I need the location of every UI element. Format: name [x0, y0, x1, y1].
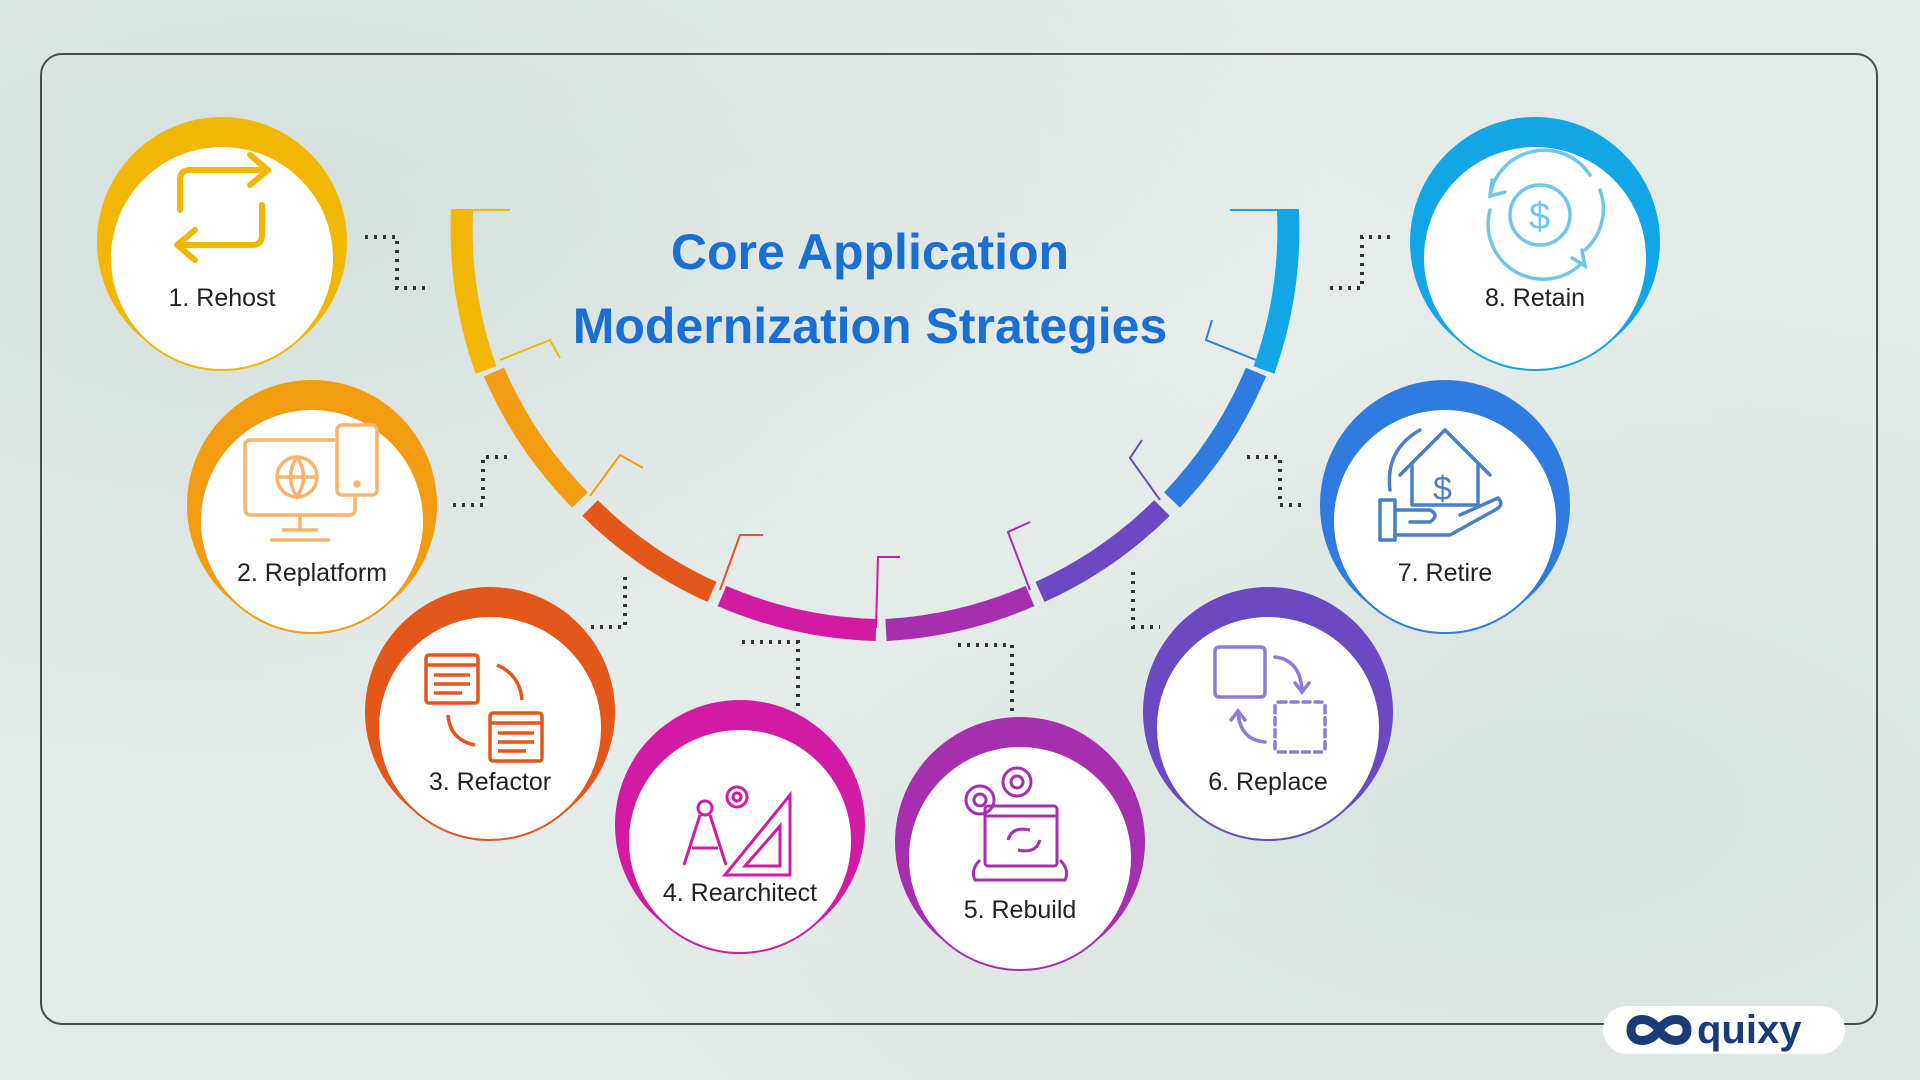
quixy-logo	[1603, 1006, 1845, 1054]
arc-segment-2	[483, 367, 588, 508]
gear-wrench-window-icon	[964, 766, 1069, 882]
house-dollar-hand-icon: $	[1378, 428, 1503, 542]
quixy-infinity-icon	[1626, 1015, 1692, 1045]
strategy-label-8: 8. Retain	[1484, 284, 1586, 312]
svg-text:$: $	[1433, 470, 1452, 508]
title-line-2: Modernization Strategies	[572, 298, 1168, 354]
arc-segment-5	[885, 585, 1035, 641]
strategy-card-5	[895, 717, 1145, 971]
diagram-frame	[40, 53, 1878, 1025]
strategy-card-4	[615, 700, 865, 954]
strategy-card-2	[187, 380, 437, 634]
arc-segment-7	[1164, 367, 1267, 508]
arc-segment-3	[582, 500, 717, 603]
code-windows-icon	[424, 653, 544, 763]
title-line-1: Core Application	[670, 224, 1070, 280]
strategy-card-8: $	[1410, 117, 1660, 371]
strategy-card-6	[1143, 587, 1393, 841]
arc-segment-8	[1253, 209, 1300, 374]
devices-globe-icon	[243, 423, 379, 542]
page-title: Core Application Modernization Strategie…	[500, 215, 1240, 363]
strategy-card-7: $	[1320, 380, 1570, 634]
arc-segment-4	[717, 585, 877, 641]
strategy-label-5: 5. Rebuild	[963, 896, 1077, 924]
dollar-cycle-icon: $	[1486, 148, 1606, 281]
strategy-label-2: 2. Replatform	[236, 559, 388, 587]
swap-arrows-icon	[174, 152, 271, 263]
drafting-tools-icon	[682, 785, 792, 877]
arc-segment-6	[1035, 500, 1170, 603]
quixy-logo-text: quixy	[1697, 1008, 1802, 1052]
strategy-card-1	[97, 117, 347, 371]
strategy-label-6: 6. Replace	[1208, 768, 1328, 796]
replace-squares-icon	[1213, 645, 1327, 754]
strategy-label-4: 4. Rearchitect	[662, 879, 818, 907]
strategy-card-3	[365, 587, 615, 841]
strategy-label-1: 1. Rehost	[168, 284, 276, 312]
svg-text:$: $	[1529, 196, 1550, 238]
strategy-label-7: 7. Retire	[1397, 559, 1493, 587]
strategy-label-3: 3. Refactor	[428, 768, 552, 796]
arc-segment-1	[450, 209, 497, 374]
